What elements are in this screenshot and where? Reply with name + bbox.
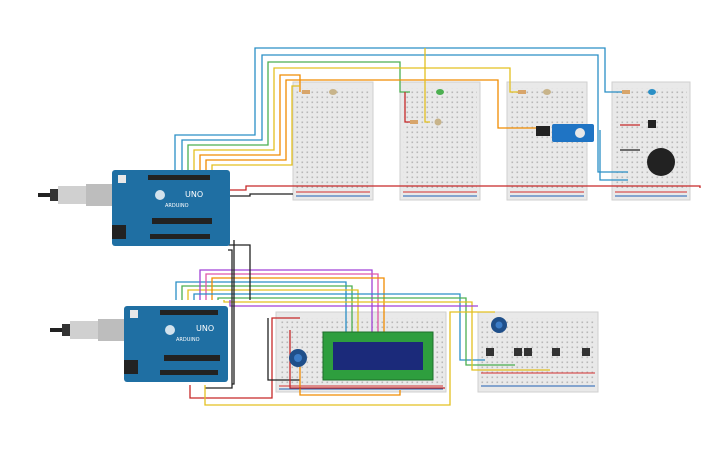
potentiometer-right[interactable] — [491, 317, 507, 333]
lcd-16x2[interactable] — [322, 331, 434, 381]
arduino-uno-top[interactable]: UNO ARDUINO — [112, 170, 230, 246]
usb-cable-bottom[interactable] — [50, 319, 126, 341]
servo-motor[interactable] — [536, 124, 594, 142]
push-buttons[interactable] — [486, 348, 590, 356]
potentiometer-lcd[interactable] — [289, 349, 307, 367]
breadboard-2[interactable] — [399, 81, 481, 201]
wires-top[interactable] — [174, 47, 701, 197]
breadboard-4[interactable] — [611, 81, 691, 201]
arduino-model-label: UNO — [185, 190, 203, 199]
piezo-buzzer[interactable] — [647, 120, 675, 176]
leds[interactable] — [329, 89, 656, 126]
arduino-brand-label: ARDUINO — [176, 337, 200, 343]
usb-cable-top[interactable] — [38, 184, 114, 206]
arduino-uno-bottom[interactable]: UNO ARDUINO — [124, 306, 228, 382]
breadboard-1[interactable] — [292, 81, 374, 201]
arduino-model-label: UNO — [196, 324, 214, 333]
resistors[interactable] — [302, 90, 630, 124]
arduino-brand-label: ARDUINO — [165, 203, 189, 209]
wires-bottom[interactable] — [175, 240, 550, 406]
breadboard-3[interactable] — [506, 81, 588, 201]
